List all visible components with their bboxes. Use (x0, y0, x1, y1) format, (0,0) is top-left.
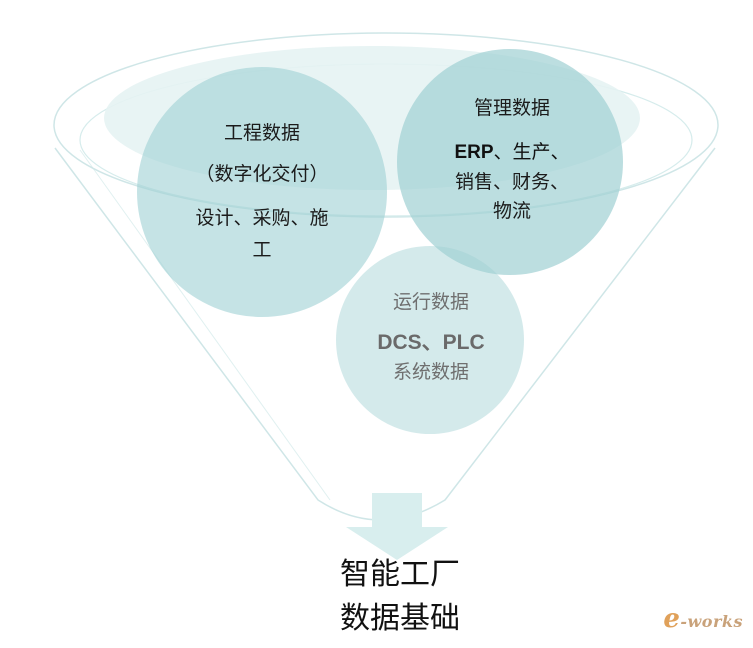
eworks-logo-text: -works (680, 612, 743, 631)
result-line2: 数据基础 (340, 600, 460, 636)
erp-label: ERP (454, 142, 494, 163)
operation-line3: 系统数据 (392, 361, 469, 383)
management-line4: 物流 (492, 200, 531, 222)
funnel-rim-outer (53, 32, 719, 218)
engineering-line2: （数字化交付） (195, 163, 329, 185)
management-line2: ERP、生产、 (417, 141, 607, 165)
down-arrow (346, 493, 448, 560)
management-data-circle (397, 49, 623, 275)
engineering-line3: 设计、采购、施 (195, 207, 329, 229)
eworks-logo-e: e (663, 604, 681, 634)
result-line1: 智能工厂 (340, 557, 460, 592)
management-line3: 销售、财务、 (454, 171, 569, 193)
operation-title: 运行数据 (392, 291, 469, 313)
engineering-title: 工程数据 (223, 122, 300, 144)
eworks-logo: e-works (663, 604, 743, 634)
engineering-data-circle (137, 67, 387, 317)
management-title: 管理数据 (473, 97, 550, 119)
operation-data-circle (336, 246, 524, 434)
management-line2-rest: 、生产、 (493, 141, 570, 163)
operation-line2: DCS、PLC (377, 331, 485, 354)
funnel-inner-outline (79, 149, 331, 501)
engineering-line4: 工 (252, 239, 272, 261)
result-label: 智能工厂 数据基础 (320, 553, 480, 640)
